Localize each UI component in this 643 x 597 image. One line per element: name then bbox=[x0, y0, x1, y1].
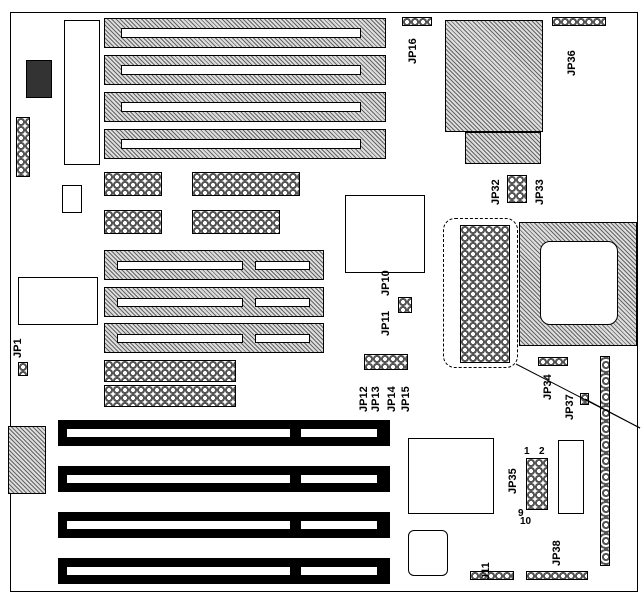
pin-10: 10 bbox=[520, 516, 532, 527]
memory-slot-4 bbox=[58, 558, 390, 584]
voltage-headers bbox=[460, 225, 510, 363]
front-panel-headers bbox=[600, 356, 610, 566]
label-jp38: JP38 bbox=[551, 540, 563, 566]
memory-slot-3 bbox=[58, 512, 390, 538]
label-jp14: JP14 bbox=[386, 386, 398, 412]
cpu-socket bbox=[519, 222, 637, 346]
jumper-jp35 bbox=[526, 458, 548, 510]
jumper-jp36 bbox=[552, 17, 606, 26]
label-jp32: JP32 bbox=[490, 179, 502, 205]
chip bbox=[18, 277, 98, 325]
memory-slot-1 bbox=[58, 420, 390, 446]
header bbox=[104, 210, 162, 234]
label-jp16: JP16 bbox=[407, 38, 419, 64]
label-jp34: JP34 bbox=[542, 374, 554, 400]
jumper-jp12-15 bbox=[364, 354, 408, 370]
pin-9: 9 bbox=[518, 508, 524, 519]
label-jp12: JP12 bbox=[358, 386, 370, 412]
memory-slot-2 bbox=[58, 466, 390, 492]
header bbox=[104, 172, 162, 196]
jumper-jp1 bbox=[18, 362, 28, 376]
battery bbox=[408, 530, 448, 576]
jumper-j11 bbox=[470, 571, 514, 580]
connector bbox=[8, 426, 46, 494]
label-j11: J11 bbox=[480, 562, 492, 580]
jumper-jp38 bbox=[526, 571, 588, 580]
label-jp33: JP33 bbox=[534, 179, 546, 205]
power-connector bbox=[64, 20, 100, 165]
isa-slot-3 bbox=[104, 92, 386, 122]
pci-slot-1 bbox=[104, 250, 324, 280]
board-outline bbox=[10, 12, 638, 592]
label-jp11: JP11 bbox=[380, 310, 392, 336]
label-jp35: JP35 bbox=[507, 468, 519, 494]
header bbox=[104, 360, 236, 382]
pin-1: 1 bbox=[524, 446, 530, 457]
label-jp36: JP36 bbox=[566, 50, 578, 76]
label-jp37: JP37 bbox=[564, 394, 576, 420]
label-jp1: JP1 bbox=[12, 338, 24, 358]
jumper bbox=[538, 357, 568, 366]
chip bbox=[558, 440, 584, 514]
header bbox=[192, 172, 300, 196]
keyboard-connector bbox=[26, 60, 52, 98]
pci-slot-2 bbox=[104, 287, 324, 317]
jumper-jp32-33 bbox=[507, 175, 527, 203]
jumper-jp16 bbox=[402, 17, 432, 26]
label-jp15: JP15 bbox=[400, 386, 412, 412]
isa-slot-2 bbox=[104, 55, 386, 85]
header bbox=[104, 385, 236, 407]
label-jp13: JP13 bbox=[370, 386, 382, 412]
isa-slot-4 bbox=[104, 129, 386, 159]
label-jp10: JP10 bbox=[380, 270, 392, 296]
cache-slot bbox=[465, 132, 541, 164]
header bbox=[16, 117, 30, 177]
isa-slot-1 bbox=[104, 18, 386, 48]
header bbox=[192, 210, 280, 234]
chip bbox=[345, 195, 425, 273]
chip bbox=[408, 438, 494, 514]
pin-2: 2 bbox=[539, 446, 545, 457]
cache-slots bbox=[445, 20, 543, 132]
pci-slot-3 bbox=[104, 323, 324, 353]
jumper-jp11 bbox=[398, 297, 412, 313]
chip bbox=[62, 185, 82, 213]
